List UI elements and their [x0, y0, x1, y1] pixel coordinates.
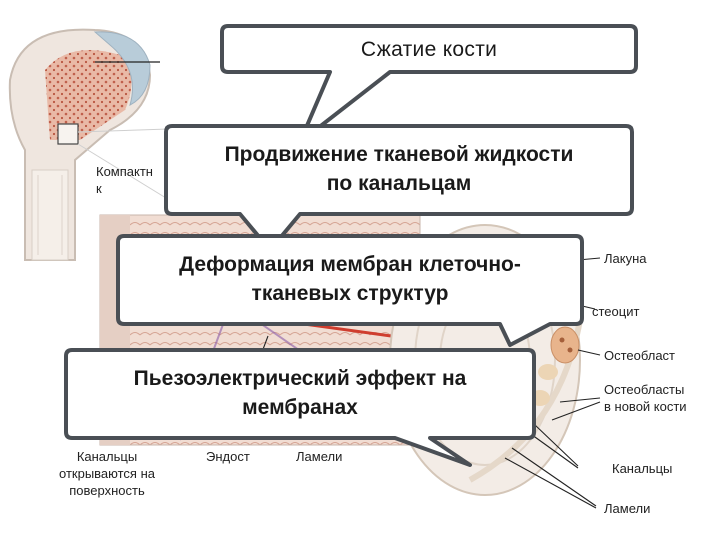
osteoblasts-new-bone-label: Остеобласты в новой кости	[604, 381, 687, 415]
canaliculi-open-line-2: открываются на	[59, 466, 155, 481]
femur-drawing	[8, 28, 291, 261]
osteoblasts-new-bone-line-1: Остеобласты	[604, 382, 685, 397]
compression-text: Сжатие кости	[360, 38, 498, 61]
compression-callout-shape	[220, 24, 638, 144]
osteoblasts-new-bone-line-2: в новой кости	[604, 399, 687, 414]
canaliculi-open-line-1: Канальцы	[76, 449, 138, 464]
lamellae-right-label: Ламели	[604, 501, 651, 516]
membrane-line-1: Деформация мембран клеточно-	[179, 253, 521, 276]
callout-shapes	[64, 24, 638, 467]
fluid-flow-callout: Продвижение тканевой жидкости по канальц…	[166, 140, 632, 198]
fluid-flow-callout-shape	[164, 124, 634, 252]
compact-bone-label-line-2: к	[96, 181, 102, 196]
membrane-callout-shape	[116, 234, 584, 347]
fluid-flow-line-2: по канальцам	[326, 172, 472, 195]
osteoblast-label: Остеобласт	[604, 348, 676, 363]
lacuna-label: Лакуна	[604, 251, 647, 266]
fluid-flow-line-1: Продвижение тканевой жидкости	[224, 143, 574, 166]
compact-bone-label-line-1: Компактн	[96, 164, 153, 179]
piezo-callout: Пьезоэлектрический эффект на мембранах	[66, 364, 534, 422]
piezo-line-1: Пьезоэлектрический эффект на	[133, 367, 467, 390]
canaliculi-right-label: Канальцы	[612, 461, 673, 476]
canaliculi-open-line-3: поверхность	[69, 483, 145, 498]
canaliculi-open-label: Канальцы открываются на поверхность	[32, 448, 182, 499]
pointer-lines	[261, 257, 601, 509]
compression-callout: Сжатие кости	[222, 38, 636, 62]
piezo-callout-shape	[64, 348, 536, 467]
membrane-callout: Деформация мембран клеточно- тканевых ст…	[118, 250, 582, 308]
osteocyte-label: стеоцит	[592, 304, 640, 319]
membrane-line-2: тканевых структур	[251, 282, 449, 305]
piezo-line-2: мембранах	[242, 396, 358, 419]
endosteum-label: Эндост	[206, 449, 250, 464]
lamellae-bottom-label: Ламели	[296, 449, 343, 464]
compact-bone-label: Компактн к	[96, 163, 153, 197]
